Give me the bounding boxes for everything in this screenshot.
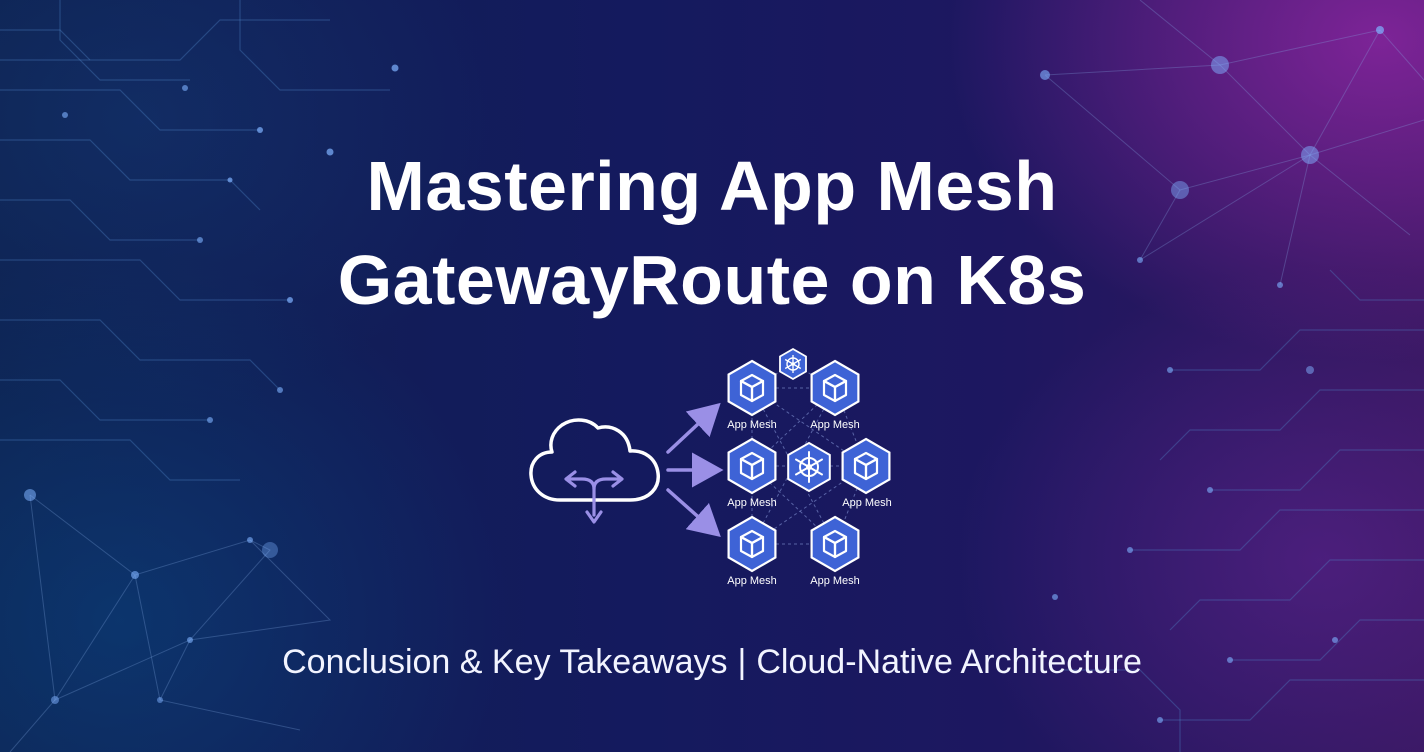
page-title-line-1: Mastering App Mesh [366, 147, 1058, 225]
node-label-3: App Mesh [727, 497, 777, 509]
routing-arrows [666, 402, 724, 537]
subtitle-right: Cloud-Native Architecture [756, 643, 1142, 681]
cube-icon [810, 515, 860, 573]
subtitle: Conclusion & Key Takeaways|Cloud-Native … [0, 640, 1424, 684]
node-label-4: App Mesh [842, 497, 892, 509]
cube-icon [727, 437, 777, 495]
cube-icon [810, 359, 860, 417]
kubernetes-helm-icon [787, 441, 831, 493]
subtitle-left: Conclusion & Key Takeaways [282, 643, 728, 681]
kubernetes-helm-icon-small [779, 347, 807, 381]
node-label-6: App Mesh [810, 575, 860, 587]
cube-icon [841, 437, 891, 495]
cloud-routing-icon [529, 418, 660, 502]
node-label-1: App Mesh [727, 419, 777, 431]
subtitle-separator: | [737, 643, 747, 681]
route-arrows-icon [564, 470, 624, 524]
page-title-line-2: GatewayRoute on K8s [337, 241, 1087, 319]
node-label-2: App Mesh [810, 419, 860, 431]
cube-icon [727, 359, 777, 417]
cube-icon [727, 515, 777, 573]
node-label-5: App Mesh [727, 575, 777, 587]
